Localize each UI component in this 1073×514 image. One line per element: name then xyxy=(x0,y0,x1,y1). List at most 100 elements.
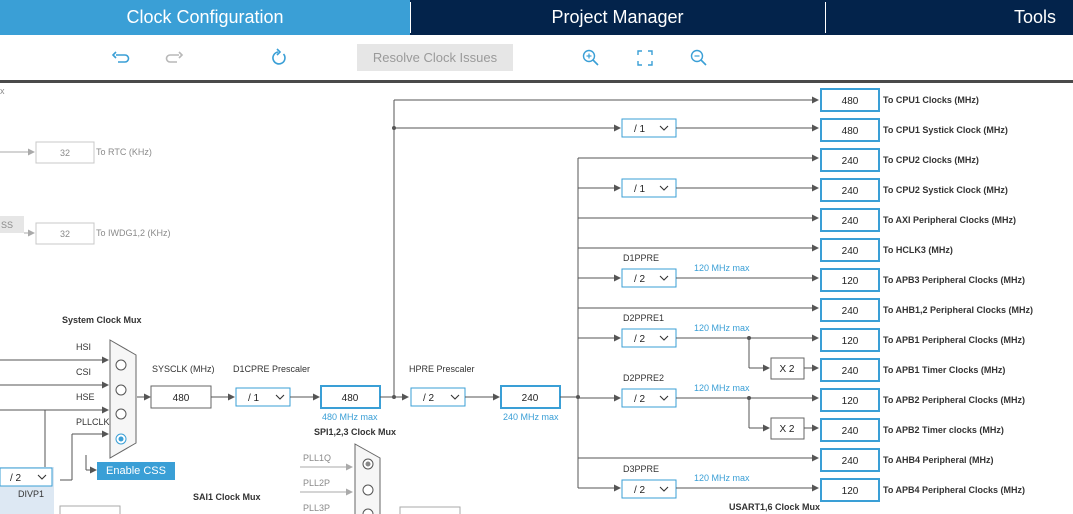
toolbar-divider xyxy=(0,80,1073,83)
d2ppre2-max: 120 MHz max xyxy=(694,383,750,393)
d2ppre1-max: 120 MHz max xyxy=(694,323,750,333)
chevron-down-icon xyxy=(37,474,47,480)
d1cpre-label: D1CPRE Prescaler xyxy=(233,364,310,374)
mux-input-hse: HSE xyxy=(76,392,95,402)
cpu1-systick-dropdown[interactable] xyxy=(621,118,677,138)
cpu2-systick-dropdown[interactable] xyxy=(621,178,677,198)
output-label: To APB1 Timer Clocks (MHz) xyxy=(883,365,1005,375)
output-box xyxy=(820,328,880,352)
d1-max-label: 480 MHz max xyxy=(322,412,378,422)
sysclk-value: 480 xyxy=(173,393,190,404)
partial-box xyxy=(59,505,121,514)
spi-input-pll2p: PLL2P xyxy=(303,478,330,488)
sai-mux-title: SAI1 Clock Mux xyxy=(193,492,261,502)
iwdg-value: 32 xyxy=(60,229,70,239)
d1ppre-value: / 2 xyxy=(634,274,646,285)
spi-mux-radio-pll3p[interactable] xyxy=(362,508,374,514)
output-value: 120 xyxy=(842,336,859,347)
resolve-clock-issues-button[interactable]: Resolve Clock Issues xyxy=(357,44,513,71)
mux-radio-hsi[interactable] xyxy=(115,359,127,371)
d1ppre-label: D1PPRE xyxy=(623,253,659,263)
output-value: 240 xyxy=(842,366,859,377)
output-label: To CPU2 Systick Clock (MHz) xyxy=(883,185,1008,195)
redo-icon[interactable] xyxy=(163,47,185,69)
output-label: To CPU1 Systick Clock (MHz) xyxy=(883,125,1008,135)
output-label: To APB2 Peripheral Clocks (MHz) xyxy=(883,395,1025,405)
output-label: To APB2 Timer clocks (MHz) xyxy=(883,425,1004,435)
divp1-dropdown[interactable] xyxy=(0,467,53,487)
output-box xyxy=(820,268,880,292)
spi-mux-title: SPI1,2,3 Clock Mux xyxy=(314,427,396,437)
d2ppre2-dropdown[interactable] xyxy=(621,388,677,408)
output-value: 240 xyxy=(842,306,859,317)
output-label: To APB4 Peripheral Clocks (MHz) xyxy=(883,485,1025,495)
output-label: To CPU2 Clocks (MHz) xyxy=(883,155,979,165)
hpre-value: / 2 xyxy=(423,393,435,404)
output-box xyxy=(820,298,880,322)
tab-tools[interactable]: Tools xyxy=(826,0,1073,35)
output-value: 120 xyxy=(842,276,859,287)
output-label: To APB1 Peripheral Clocks (MHz) xyxy=(883,335,1025,345)
tab-project-manager[interactable]: Project Manager xyxy=(551,7,684,27)
d2ppre1-value: / 2 xyxy=(634,334,646,345)
output-label: To HCLK3 (MHz) xyxy=(883,245,953,255)
tab-tools-label: Tools xyxy=(1013,7,1056,27)
junction-dot xyxy=(392,126,396,130)
d2ppre2-value: / 2 xyxy=(634,394,646,405)
chevron-down-icon xyxy=(275,394,285,400)
mux-radio-pllclk-dot xyxy=(118,436,124,442)
output-label: To AHB1,2 Peripheral Clocks (MHz) xyxy=(883,305,1033,315)
output-box xyxy=(820,358,880,382)
output-value: 240 xyxy=(842,426,859,437)
output-box xyxy=(820,478,880,502)
mux-radio-hse[interactable] xyxy=(115,408,127,420)
chevron-down-icon xyxy=(659,275,669,281)
d2ppre1-dropdown[interactable] xyxy=(621,328,677,348)
hpre-label: HPRE Prescaler xyxy=(409,364,475,374)
enable-css-button[interactable]: Enable CSS xyxy=(97,462,175,480)
d3ppre-max: 120 MHz max xyxy=(694,473,750,483)
junction-dot xyxy=(392,395,396,399)
d1ppre-dropdown[interactable] xyxy=(621,268,677,288)
spi-input-pll1q: PLL1Q xyxy=(303,453,331,463)
d1ppre-max: 120 MHz max xyxy=(694,263,750,273)
mux-input-pllclk: PLLCLK xyxy=(76,417,110,427)
rtc-box xyxy=(35,141,95,164)
spi-mux-radio-pll2p[interactable] xyxy=(362,484,374,496)
undo-icon[interactable] xyxy=(110,47,132,69)
tab-clock-configuration[interactable]: Clock Configuration xyxy=(0,0,410,35)
output-box xyxy=(820,418,880,442)
spi-mux-radio-pll1q-dot xyxy=(365,461,371,467)
d3ppre-dropdown[interactable] xyxy=(621,479,677,499)
rtc-label: To RTC (KHz) xyxy=(96,147,152,157)
output-value: 480 xyxy=(842,126,859,137)
output-value: 240 xyxy=(842,456,859,467)
zoom-in-icon[interactable] xyxy=(580,47,602,69)
spi-clock-mux xyxy=(354,443,381,514)
d3ppre-label: D3PPRE xyxy=(623,464,659,474)
chevron-down-icon xyxy=(659,125,669,131)
cpu2-systick-value: / 1 xyxy=(634,184,646,195)
output-box xyxy=(820,388,880,412)
d3ppre-value: / 2 xyxy=(634,485,646,496)
output-box xyxy=(820,88,880,112)
sysclk-label: SYSCLK (MHz) xyxy=(152,364,215,374)
output-box xyxy=(820,238,880,262)
spi-input-pll3p: PLL3P xyxy=(303,503,330,513)
mux-input-csi: CSI xyxy=(76,367,91,377)
hpre-max-label: 240 MHz max xyxy=(503,412,559,422)
d2ppre1-label: D2PPRE1 xyxy=(623,313,664,323)
divp1-value: / 2 xyxy=(10,473,22,484)
chevron-down-icon xyxy=(659,335,669,341)
apb1-timer-multiplier-value: X 2 xyxy=(779,364,794,375)
mux-radio-csi[interactable] xyxy=(115,384,127,396)
output-value: 240 xyxy=(842,156,859,167)
tab-bar: Clock Configuration Project Manager Tool… xyxy=(0,0,1073,35)
fit-screen-icon[interactable] xyxy=(634,47,656,69)
iwdg-label: To IWDG1,2 (KHz) xyxy=(96,228,171,238)
tab-separator xyxy=(410,2,411,33)
system-clock-mux-title: System Clock Mux xyxy=(62,315,142,325)
zoom-out-icon[interactable] xyxy=(688,47,710,69)
reset-icon[interactable] xyxy=(268,47,290,69)
